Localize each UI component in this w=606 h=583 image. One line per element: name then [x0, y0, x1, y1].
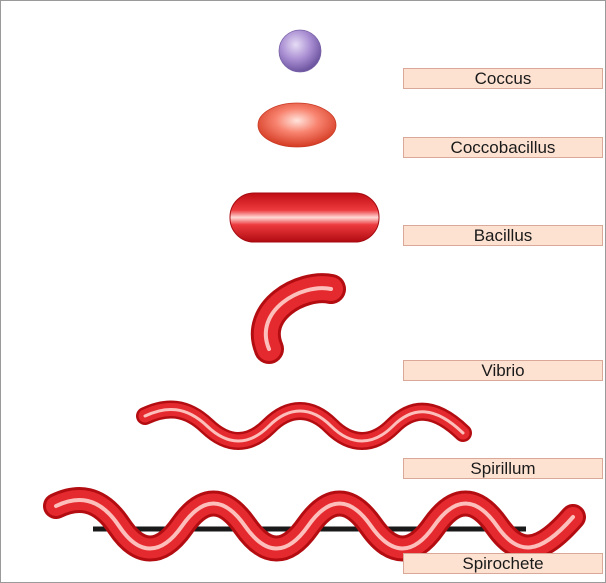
label-coccus: Coccus: [403, 68, 603, 89]
label-spirillum: Spirillum: [403, 458, 603, 479]
label-coccobacillus: Coccobacillus: [403, 137, 603, 158]
bacillus-cell: [230, 193, 379, 242]
coccus-cell: [279, 30, 321, 72]
label-vibrio: Vibrio: [403, 360, 603, 381]
spirillum-cell: [145, 409, 463, 441]
coccobacillus-cell: [258, 103, 336, 147]
label-bacillus: Bacillus: [403, 225, 603, 246]
vibrio-cell: [266, 288, 331, 349]
spirochete-cell: [56, 500, 573, 548]
label-spirochete: Spirochete: [403, 553, 603, 574]
